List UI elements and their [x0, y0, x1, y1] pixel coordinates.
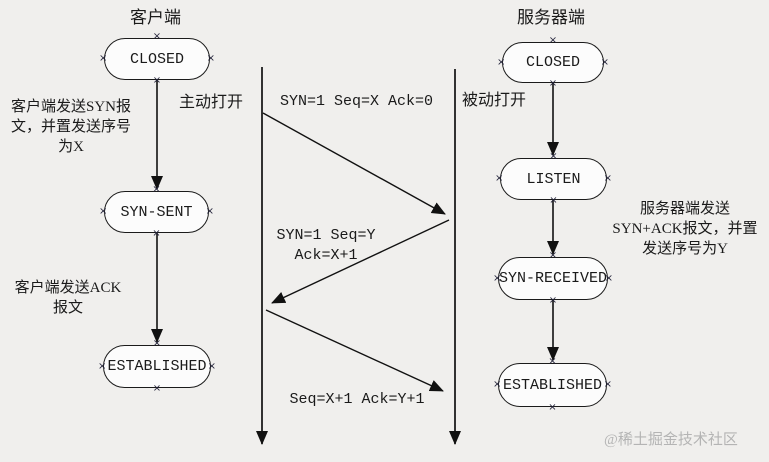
- state-label: ESTABLISHED: [502, 376, 603, 394]
- anchor-mark: [98, 362, 106, 372]
- client-state-closed: CLOSED: [104, 38, 210, 80]
- note-line: 报文: [52, 300, 83, 316]
- anchor-mark: [549, 79, 557, 89]
- server-synack-note: 服务器端发送 SYN+ACK报文，并置 发送序号为Y: [602, 199, 768, 259]
- state-label: SYN-RECEIVED: [498, 270, 608, 287]
- anchor-mark: [549, 296, 557, 306]
- server-column-title: 服务器端: [517, 8, 585, 27]
- server-state-closed: CLOSED: [502, 42, 604, 83]
- client-ack-note: 客户端发送ACK 报文: [8, 278, 128, 318]
- client-state-syn-sent: SYN-SENT: [104, 191, 209, 233]
- state-label: SYN-SENT: [120, 203, 193, 221]
- anchor-mark: [604, 380, 612, 390]
- anchor-mark: [152, 229, 160, 239]
- client-state-established: ESTABLISHED: [103, 345, 211, 388]
- note-line: 客户端发送ACK: [14, 280, 122, 296]
- anchor-mark: [601, 58, 609, 68]
- message-label-synack: SYN=1 Seq=Y Ack=X+1: [276, 226, 376, 266]
- anchor-mark: [152, 185, 160, 195]
- anchor-mark: [99, 207, 107, 217]
- message-label-syn: SYN=1 Seq=X Ack=0: [280, 93, 434, 110]
- note-line: 发送序号为Y: [642, 241, 728, 257]
- message-label-line: SYN=1 Seq=Y: [276, 227, 376, 244]
- note-line: 客户端发送SYN报: [10, 99, 131, 115]
- note-line: 为X: [58, 139, 84, 155]
- anchor-mark: [548, 357, 556, 367]
- message-label-ack: Seq=X+1 Ack=Y+1: [289, 391, 425, 408]
- passive-open-label: 被动打开: [462, 92, 527, 109]
- watermark: @稀土掘金技术社区: [604, 432, 738, 448]
- server-state-established: ESTABLISHED: [498, 363, 607, 407]
- message-label-line: Ack=X+1: [294, 247, 358, 264]
- anchor-mark: [493, 274, 501, 284]
- anchor-mark: [206, 207, 214, 217]
- message-arrow-syn: [262, 112, 446, 215]
- message-arrow-ack: [265, 309, 444, 392]
- anchor-mark: [604, 174, 612, 184]
- state-label: CLOSED: [129, 50, 184, 68]
- anchor-mark: [207, 54, 215, 64]
- anchor-mark: [495, 174, 503, 184]
- note-line: SYN+ACK报文，并置: [612, 221, 758, 237]
- anchor-mark: [493, 380, 501, 390]
- state-label: ESTABLISHED: [107, 358, 207, 375]
- anchor-mark: [99, 54, 107, 64]
- anchor-mark: [153, 32, 161, 42]
- server-state-listen: LISTEN: [500, 158, 607, 200]
- note-line: 服务器端发送: [639, 201, 730, 217]
- anchor-mark: [208, 362, 216, 372]
- anchor-mark: [549, 196, 557, 206]
- client-syn-note: 客户端发送SYN报 文，并置发送序号 为X: [2, 97, 140, 157]
- client-column-title: 客户端: [130, 8, 181, 27]
- state-label: LISTEN: [526, 170, 581, 188]
- anchor-mark: [549, 251, 557, 261]
- active-open-label: 主动打开: [179, 94, 244, 111]
- message-arrow-synack: [271, 219, 450, 304]
- anchor-mark: [548, 403, 556, 413]
- anchor-mark: [549, 36, 557, 46]
- note-line: 文，并置发送序号: [10, 119, 131, 135]
- state-label: CLOSED: [525, 54, 580, 71]
- anchor-mark: [549, 152, 557, 162]
- anchor-mark: [153, 339, 161, 349]
- anchor-mark: [605, 274, 613, 284]
- anchor-mark: [153, 384, 161, 394]
- server-state-syn-received: SYN-RECEIVED: [498, 257, 608, 300]
- anchor-mark: [497, 58, 505, 68]
- anchor-mark: [153, 76, 161, 86]
